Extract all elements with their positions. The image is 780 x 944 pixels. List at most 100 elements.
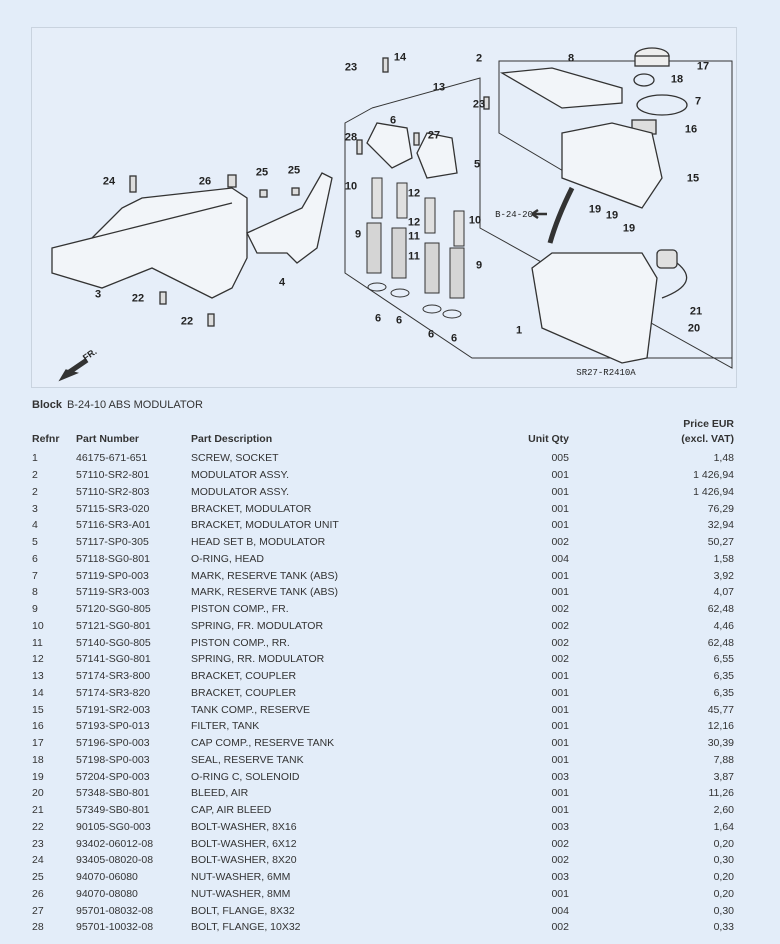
cell-part-number[interactable]: 93402-06012-08 bbox=[76, 837, 154, 850]
cell-part-number[interactable]: 57119-SP0-003 bbox=[76, 569, 149, 582]
cell-refnr: 22 bbox=[32, 820, 44, 833]
cell-description: SPRING, FR. MODULATOR bbox=[191, 619, 324, 632]
callout-25: 25 bbox=[255, 166, 269, 179]
callout-2: 2 bbox=[475, 52, 483, 65]
callout-18: 18 bbox=[670, 73, 684, 86]
cell-part-number[interactable]: 57121-SG0-801 bbox=[76, 619, 151, 632]
cell-part-number[interactable]: 57119-SR3-003 bbox=[76, 586, 150, 599]
cell-unit-qty: 002 bbox=[551, 603, 569, 616]
cell-part-number[interactable]: 57140-SG0-805 bbox=[76, 636, 151, 649]
cell-part-number[interactable]: 90105-SG0-003 bbox=[76, 820, 151, 833]
cell-description: MODULATOR ASSY. bbox=[191, 485, 290, 498]
block-reference-link[interactable]: B-24-20 bbox=[495, 210, 533, 220]
cell-price: 0,20 bbox=[713, 871, 734, 884]
cell-part-number[interactable]: 57115-SR3-020 bbox=[76, 502, 150, 515]
cell-refnr: 14 bbox=[32, 686, 44, 699]
cell-part-number[interactable]: 57118-SG0-801 bbox=[76, 552, 150, 565]
cell-price: 2,60 bbox=[713, 804, 734, 817]
cell-part-number[interactable]: 94070-06080 bbox=[76, 871, 138, 884]
cell-refnr: 11 bbox=[32, 636, 43, 649]
cell-refnr: 3 bbox=[32, 502, 38, 515]
cell-price: 1 426,94 bbox=[693, 469, 734, 482]
block-label: Block bbox=[32, 399, 62, 411]
cell-part-number[interactable]: 57348-SB0-801 bbox=[76, 787, 150, 800]
cell-part-number[interactable]: 57204-SP0-003 bbox=[76, 770, 150, 783]
header-description: Part Description bbox=[191, 433, 273, 445]
header-price-line1: Price EUR bbox=[683, 418, 734, 430]
cell-part-number[interactable]: 57191-SR2-003 bbox=[76, 703, 151, 716]
cell-part-number[interactable]: 95701-08032-08 bbox=[76, 904, 154, 917]
cell-part-number[interactable]: 57196-SP0-003 bbox=[76, 737, 150, 750]
cell-unit-qty: 002 bbox=[551, 536, 569, 549]
callout-11: 11 bbox=[408, 250, 420, 263]
cell-part-number[interactable]: 57116-SR3-A01 bbox=[76, 519, 151, 532]
cell-part-number[interactable]: 57117-SP0-305 bbox=[76, 536, 149, 549]
callout-26: 26 bbox=[198, 175, 212, 188]
callout-23: 23 bbox=[344, 61, 358, 74]
cell-part-number[interactable]: 57110-SR2-801 bbox=[76, 469, 150, 482]
callout-27: 27 bbox=[427, 129, 441, 142]
cell-refnr: 1 bbox=[32, 452, 38, 465]
cell-unit-qty: 001 bbox=[551, 686, 569, 699]
callout-28: 28 bbox=[344, 131, 358, 144]
drawing-code: SR27-R2410A bbox=[576, 368, 636, 378]
cell-unit-qty: 001 bbox=[551, 569, 569, 582]
cell-part-number[interactable]: 93405-08020-08 bbox=[76, 854, 154, 867]
callout-6: 6 bbox=[427, 328, 435, 341]
header-refnr: Refnr bbox=[32, 433, 60, 445]
cell-description: HEAD SET B, MODULATOR bbox=[191, 536, 326, 549]
callout-25: 25 bbox=[287, 164, 301, 177]
cell-part-number[interactable]: 57174-SR3-800 bbox=[76, 670, 151, 683]
cell-part-number[interactable]: 46175-671-651 bbox=[76, 452, 148, 465]
cell-part-number[interactable]: 94070-08080 bbox=[76, 887, 138, 900]
cell-price: 1,48 bbox=[713, 452, 734, 465]
cell-price: 7,88 bbox=[713, 753, 734, 766]
cell-refnr: 12 bbox=[32, 653, 44, 666]
cell-price: 1,58 bbox=[713, 552, 734, 565]
cell-refnr: 16 bbox=[32, 720, 44, 733]
cell-part-number[interactable]: 95701-10032-08 bbox=[76, 921, 154, 934]
cell-part-number[interactable]: 57110-SR2-803 bbox=[76, 485, 150, 498]
cell-refnr: 13 bbox=[32, 670, 44, 683]
cell-unit-qty: 002 bbox=[551, 854, 569, 867]
cell-refnr: 4 bbox=[32, 519, 38, 532]
cell-unit-qty: 001 bbox=[551, 703, 569, 716]
cell-unit-qty: 004 bbox=[551, 904, 569, 917]
cell-price: 4,46 bbox=[713, 619, 734, 632]
cell-part-number[interactable]: 57349-SB0-801 bbox=[76, 804, 150, 817]
callout-22: 22 bbox=[180, 315, 194, 328]
cell-part-number[interactable]: 57198-SP0-003 bbox=[76, 753, 150, 766]
cell-price: 76,29 bbox=[707, 502, 734, 515]
cell-part-number[interactable]: 57174-SR3-820 bbox=[76, 686, 151, 699]
callout-23: 23 bbox=[472, 98, 486, 111]
cell-part-number[interactable]: 57141-SG0-801 bbox=[76, 653, 151, 666]
cell-price: 12,16 bbox=[707, 720, 734, 733]
callout-7: 7 bbox=[694, 95, 702, 108]
callout-13: 13 bbox=[432, 81, 446, 94]
cell-description: MARK, RESERVE TANK (ABS) bbox=[191, 586, 339, 599]
cell-description: CAP, AIR BLEED bbox=[191, 804, 272, 817]
cell-part-number[interactable]: 57193-SP0-013 bbox=[76, 720, 150, 733]
cell-description: MARK, RESERVE TANK (ABS) bbox=[191, 569, 339, 582]
cell-unit-qty: 003 bbox=[551, 871, 569, 884]
cell-unit-qty: 004 bbox=[551, 552, 569, 565]
cell-part-number[interactable]: 57120-SG0-805 bbox=[76, 603, 151, 616]
cell-description: BOLT-WASHER, 6X12 bbox=[191, 837, 297, 850]
cell-price: 0,33 bbox=[713, 921, 734, 934]
cell-price: 3,92 bbox=[713, 569, 734, 582]
